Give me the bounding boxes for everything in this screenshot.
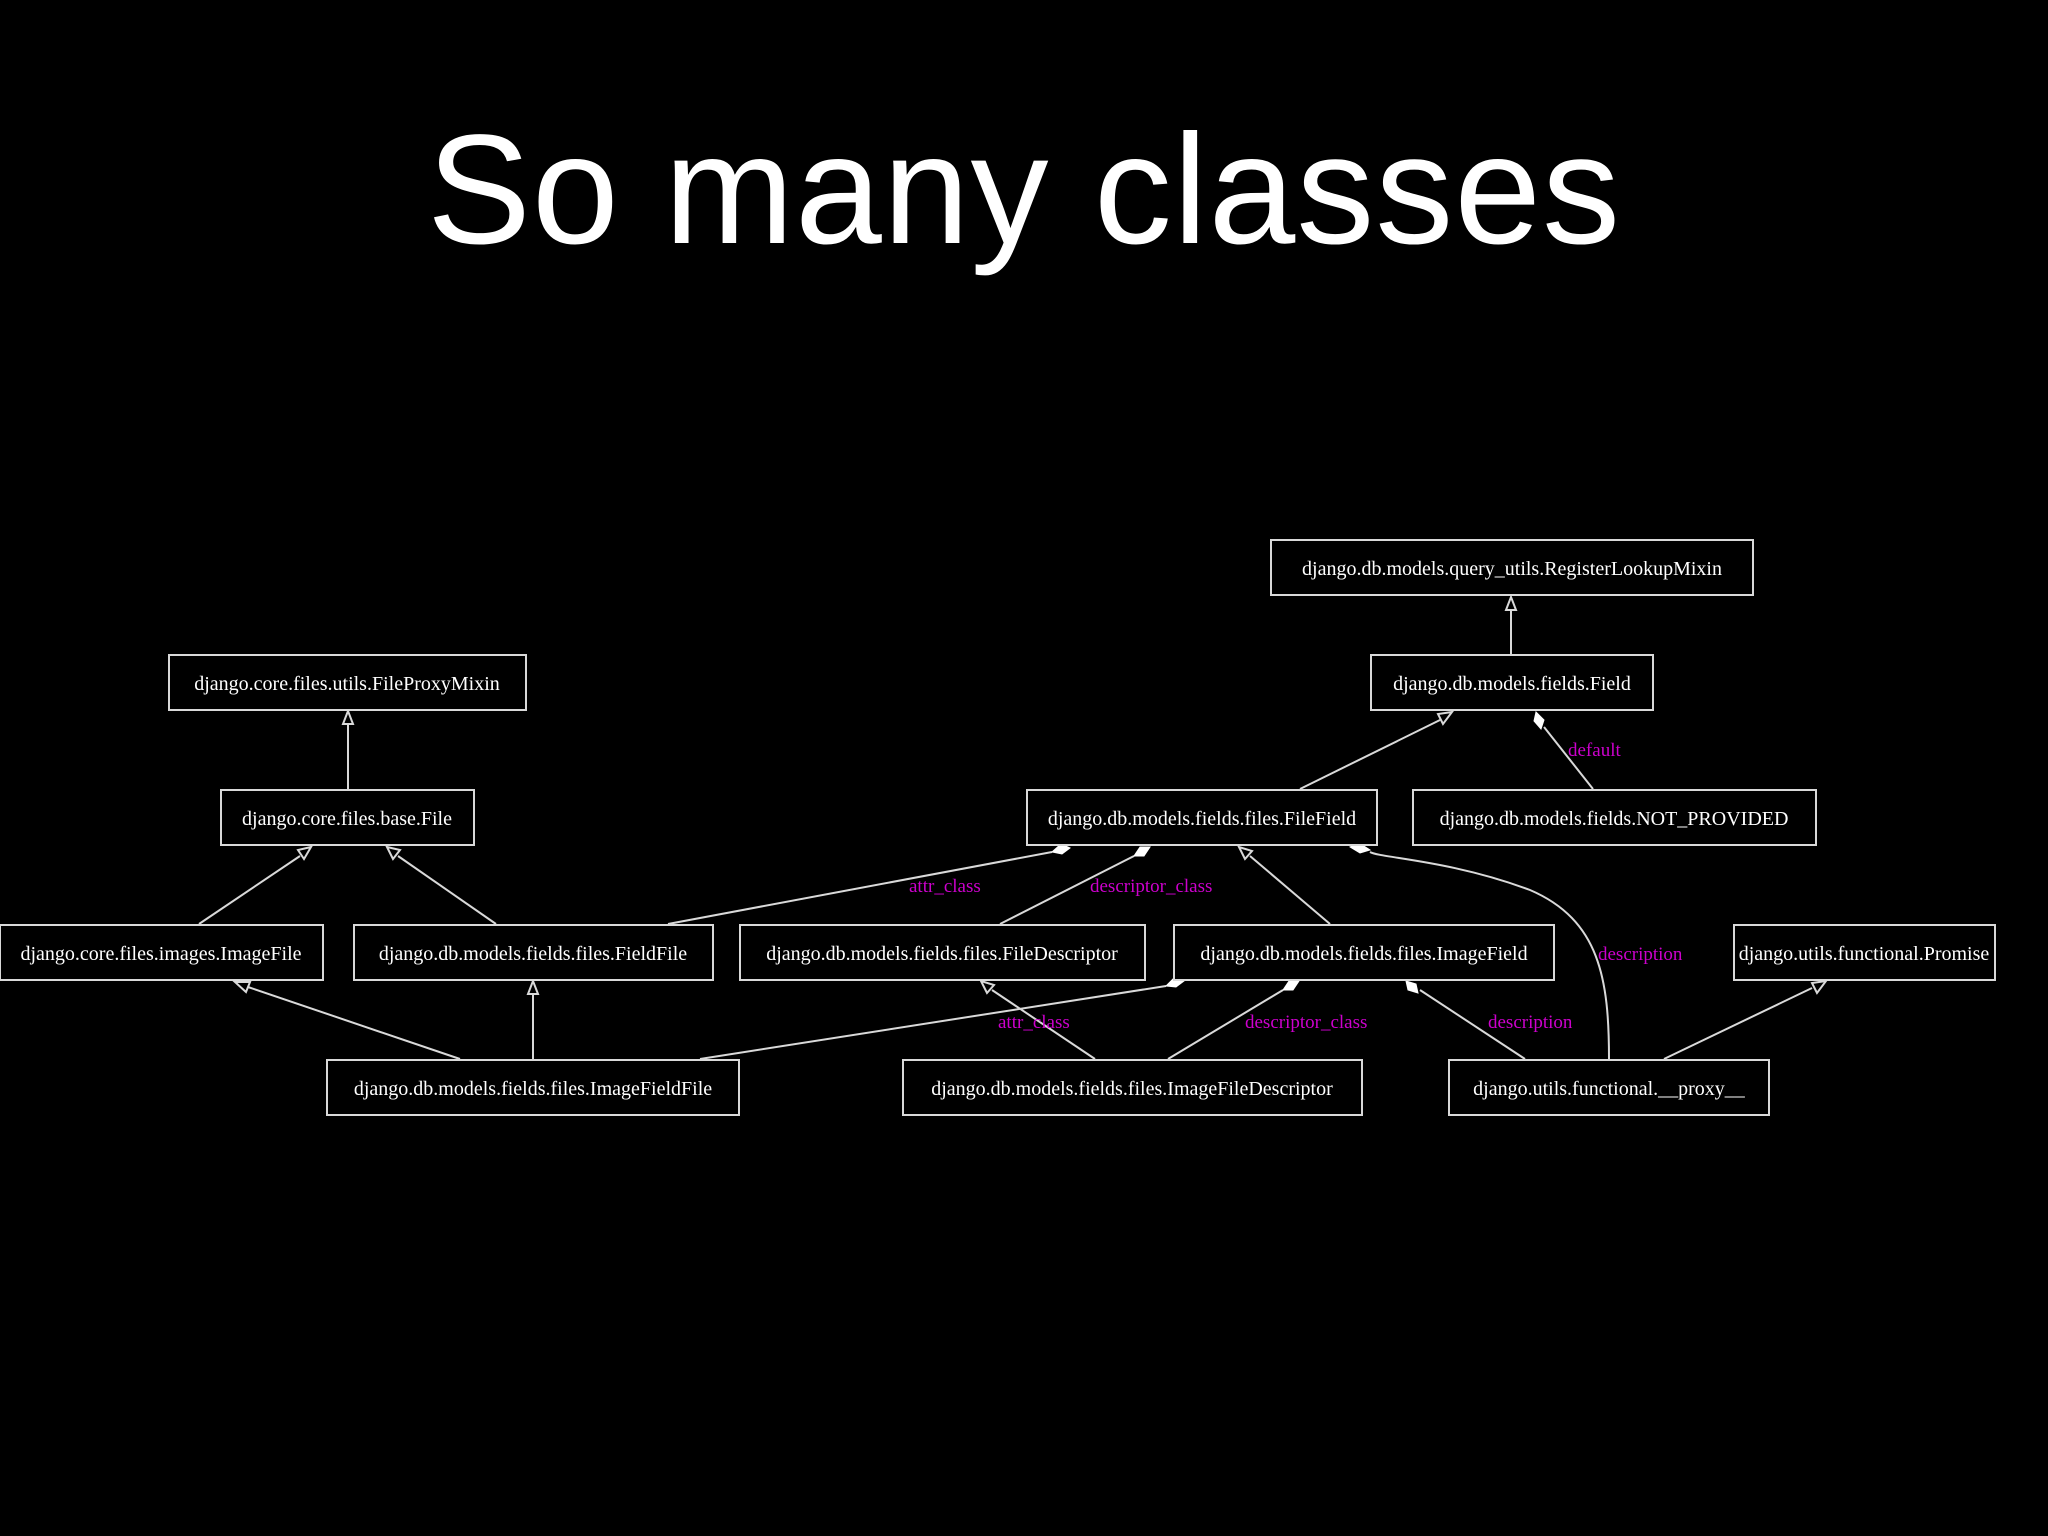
node-label-field-file: django.db.models.fields.files.FieldFile <box>379 943 687 965</box>
node-field: django.db.models.fields.Field <box>1370 654 1654 711</box>
edge-label-imagefield-descriptor-class: descriptor_class <box>1245 1012 1367 1033</box>
node-label-base-file: django.core.files.base.File <box>242 808 452 830</box>
edge-label-filefield-attr-class: attr_class <box>909 876 981 897</box>
node-label-file-proxy-mixin: django.core.files.utils.FileProxyMixin <box>194 673 500 695</box>
node-proxy: django.utils.functional.__proxy__ <box>1448 1059 1770 1116</box>
slide-title: So many classes <box>426 103 1622 277</box>
diamond-filefield-descriptorclass <box>1133 846 1151 857</box>
arrowhead-field-from-filefield <box>1436 710 1455 726</box>
edge-proxy-to-promise <box>1663 987 1813 1060</box>
arrowhead-fileproxymixin <box>341 708 355 725</box>
node-label-file-field: django.db.models.fields.files.FileField <box>1048 808 1356 830</box>
edge-filedescriptor-descriptorclass-filefield <box>999 855 1135 925</box>
edge-imagefiledescriptor-to-filedescriptor <box>991 989 1096 1060</box>
arrowhead-filedescriptor <box>979 979 996 995</box>
node-label-image-field: django.db.models.fields.files.ImageField <box>1200 943 1527 965</box>
nodes: django.db.models.query_utils.RegisterLoo… <box>0 539 1996 1116</box>
node-label-image-field-file: django.db.models.fields.files.ImageField… <box>354 1078 712 1100</box>
node-file-proxy-mixin: django.core.files.utils.FileProxyMixin <box>168 654 527 711</box>
edge-proxy-description-imagefield <box>1419 989 1526 1060</box>
edge-label-filefield-description: description <box>1598 944 1683 965</box>
edge-filefield-to-field <box>1299 719 1441 790</box>
arrowhead-file-from-fieldfile <box>385 845 402 861</box>
arrowhead-file-from-imagefile <box>296 845 314 861</box>
node-label-image-file: django.core.files.images.ImageFile <box>20 943 301 965</box>
edge-fieldfile-attrclass-filefield <box>667 851 1053 925</box>
node-label-not-provided: django.db.models.fields.NOT_PROVIDED <box>1440 808 1789 830</box>
edge-label-imagefield-description: description <box>1488 1012 1573 1033</box>
edge-imagefieldfile-attrclass-imagefield <box>699 985 1167 1060</box>
edge-labels: default attr_class descriptor_class desc… <box>909 740 1683 1033</box>
node-file-field: django.db.models.fields.files.FileField <box>1026 789 1378 846</box>
node-base-file: django.core.files.base.File <box>220 789 475 846</box>
node-image-field-file: django.db.models.fields.files.ImageField… <box>326 1059 740 1116</box>
arrowhead-fieldfile <box>526 978 540 995</box>
node-label-proxy: django.utils.functional.__proxy__ <box>1473 1078 1746 1100</box>
edge-fieldfile-to-file <box>397 855 497 925</box>
node-label-file-descriptor: django.db.models.fields.files.FileDescri… <box>766 943 1118 965</box>
edge-label-filefield-descriptor-class: descriptor_class <box>1090 876 1212 897</box>
edge-imagefiledescriptor-descriptorclass-imagefield <box>1167 989 1284 1060</box>
edge-proxy-description-filefield <box>1369 851 1610 1060</box>
diamond-imagefield-description <box>1405 980 1419 994</box>
edge-notprovided-default-field <box>1543 726 1594 790</box>
diamond-imagefield-descriptorclass <box>1282 980 1300 991</box>
edge-imagefile-to-file <box>198 855 301 925</box>
edge-label-default: default <box>1568 740 1621 761</box>
node-register-lookup-mixin: django.db.models.query_utils.RegisterLoo… <box>1270 539 1754 596</box>
node-image-field: django.db.models.fields.files.ImageField <box>1173 924 1555 981</box>
diamond-field-default <box>1533 711 1545 730</box>
node-label-image-file-descriptor: django.db.models.fields.files.ImageFileD… <box>931 1078 1333 1100</box>
node-field-file: django.db.models.fields.files.FieldFile <box>353 924 714 981</box>
node-label-promise: django.utils.functional.Promise <box>1739 943 1990 965</box>
arrowhead-filefield-from-imagefield <box>1237 845 1254 861</box>
node-label-register-lookup-mixin: django.db.models.query_utils.RegisterLoo… <box>1302 558 1722 580</box>
edges <box>198 594 1829 1060</box>
edge-imagefield-to-filefield <box>1249 855 1331 925</box>
arrowhead-imagefile <box>232 981 252 994</box>
node-file-descriptor: django.db.models.fields.files.FileDescri… <box>739 924 1146 981</box>
node-not-provided: django.db.models.fields.NOT_PROVIDED <box>1412 789 1817 846</box>
edge-imagefieldfile-to-imagefile <box>247 986 461 1060</box>
arrowhead-promise <box>1810 979 1829 995</box>
node-image-file-descriptor: django.db.models.fields.files.ImageFileD… <box>902 1059 1363 1116</box>
node-promise: django.utils.functional.Promise <box>1733 924 1996 981</box>
node-image-file: django.core.files.images.ImageFile <box>0 924 324 981</box>
arrowhead-registerlookupmixin <box>1504 594 1518 611</box>
edge-label-imagefield-attr-class: attr_class <box>998 1012 1070 1033</box>
node-label-field: django.db.models.fields.Field <box>1393 673 1631 695</box>
